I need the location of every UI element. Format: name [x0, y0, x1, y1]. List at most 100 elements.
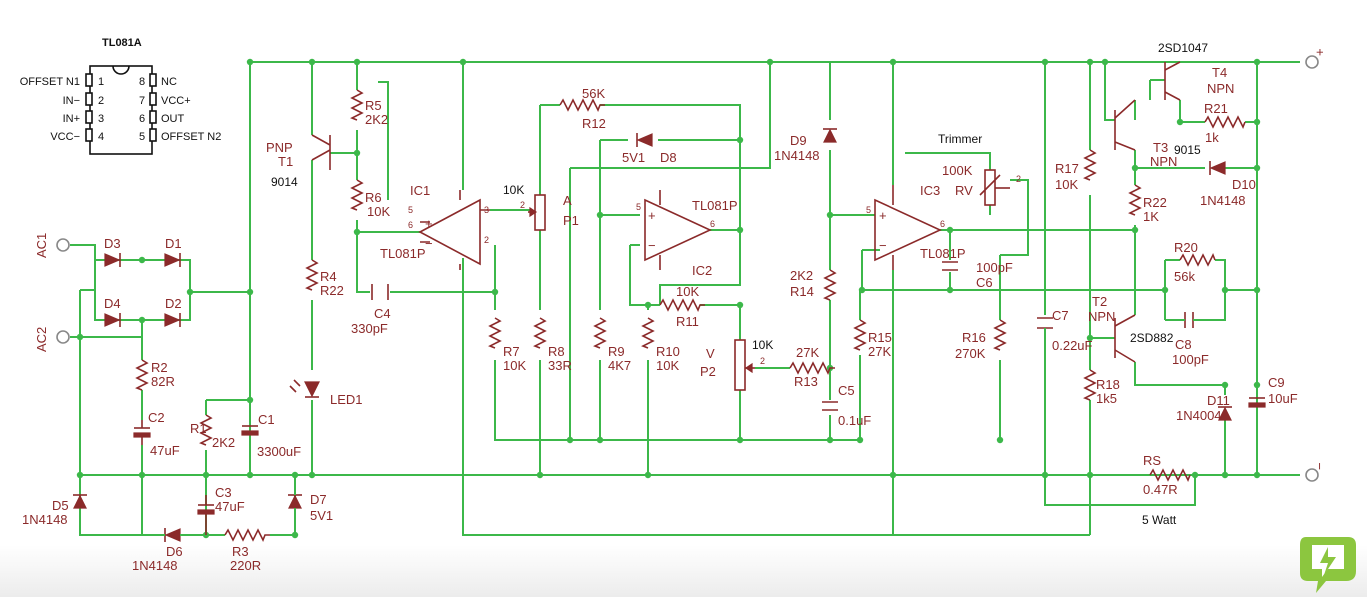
ic2-pin5: 5 — [636, 202, 641, 212]
rv-ref: RV — [955, 183, 973, 198]
pin-4-number: 4 — [98, 131, 104, 143]
t2-type: NPN — [1088, 309, 1115, 324]
r6-value: 10K — [367, 204, 390, 219]
d11-ref: D11 — [1207, 393, 1230, 408]
bottom-fade — [0, 545, 1367, 597]
d9-ref: D9 — [790, 133, 807, 148]
resistor-r7 — [488, 317, 502, 349]
junctions — [76, 58, 1261, 539]
transistor-t4 — [1164, 61, 1181, 101]
resistor-r14 — [823, 269, 837, 301]
c5-value: 0.1uF — [838, 413, 871, 428]
ic-package-title: TL081A — [102, 37, 142, 49]
t4-ref: T4 — [1212, 65, 1227, 80]
ic2-ref: IC2 — [692, 263, 712, 278]
r17-value: 10K — [1055, 177, 1078, 192]
c7-ref: C7 — [1052, 308, 1069, 323]
ic3-pin6: 6 — [940, 219, 945, 229]
svg-text:−: − — [425, 236, 433, 251]
resistor-r6 — [350, 179, 364, 211]
resistor-r5 — [350, 89, 364, 121]
r2-value: 82R — [151, 374, 175, 389]
op-amp-ic2: +− — [644, 190, 712, 270]
d2-label: D2 — [165, 296, 182, 311]
r12-value: 56K — [582, 86, 605, 101]
t2-ref: T2 — [1092, 294, 1107, 309]
ic3-part: TL081P — [920, 246, 966, 261]
c3-ref: C3 — [215, 485, 232, 500]
p1-ref: P1 — [563, 213, 579, 228]
svg-text:−: − — [879, 238, 887, 253]
rv-pin2: 2 — [1016, 174, 1021, 184]
ac2-label: AC2 — [34, 327, 49, 352]
r8-value: 33R — [548, 358, 572, 373]
r7-value: 10K — [503, 358, 526, 373]
svg-text:−: − — [648, 238, 656, 253]
d10-value: 1N4148 — [1200, 193, 1246, 208]
svg-text:+: + — [648, 208, 656, 223]
rv-value: 100K — [942, 163, 973, 178]
p2-value-note: 10K — [752, 338, 773, 352]
resistor-r21 — [1204, 115, 1246, 129]
plus-terminal — [1305, 55, 1319, 69]
rs-power-note: 5 Watt — [1142, 513, 1177, 527]
resistor-r12 — [559, 98, 605, 112]
r16-ref: R16 — [962, 330, 986, 345]
resistor-r18 — [1083, 369, 1097, 401]
r20-ref: R20 — [1174, 240, 1198, 255]
rs-value: 0.47R — [1143, 482, 1178, 497]
p2-mark: V — [706, 346, 715, 361]
r13-ref: R13 — [794, 374, 818, 389]
pin-7-name: VCC+ — [161, 95, 191, 107]
diode-d11 — [1218, 406, 1232, 421]
pin-1-number: 1 — [98, 76, 104, 88]
op-amp-ic1: +− — [418, 190, 490, 270]
c7-value: 0.22uF — [1052, 338, 1093, 353]
resistor-r22 — [1128, 184, 1142, 216]
resistor-r4 — [305, 259, 319, 291]
led1-ref: LED1 — [330, 392, 363, 407]
component-labels: R2 82R C2 47uF R1 2K2 C1 3300uF D5 1N414… — [22, 41, 1298, 573]
resistor-symbols — [135, 89, 1142, 446]
r9-ref: R9 — [608, 344, 625, 359]
p2-ref: P2 — [700, 364, 716, 379]
trimmer-rv — [979, 169, 1010, 206]
r15-value: 27K — [868, 344, 891, 359]
d1-label: D1 — [165, 236, 182, 251]
t3-ref: T3 — [1153, 140, 1168, 155]
resistor-r10 — [641, 317, 655, 349]
pin-7-number: 7 — [139, 95, 145, 107]
minus-label: − — [1312, 462, 1327, 470]
r14-value: 2K2 — [790, 268, 813, 283]
r20-value: 56k — [1174, 269, 1195, 284]
r7-ref: R7 — [503, 344, 520, 359]
d6-value: 1N4148 — [132, 558, 178, 573]
transistor-t2 — [1114, 314, 1136, 363]
r21-ref: R21 — [1204, 101, 1228, 116]
r5-value: 2K2 — [365, 112, 388, 127]
capacitor-c6 — [942, 261, 958, 271]
t4-part-note: 2SD1047 — [1158, 41, 1208, 55]
diode-d4 — [104, 313, 121, 327]
pin-6-name: OUT — [161, 113, 185, 125]
r17-ref: R17 — [1055, 161, 1079, 176]
ic3-pin5: 5 — [866, 205, 871, 215]
resistor-r20 — [1179, 253, 1216, 267]
d4-label: D4 — [104, 296, 121, 311]
ic2-pin6: 6 — [710, 219, 715, 229]
r14-ref: R14 — [790, 284, 814, 299]
transistor-t1 — [311, 134, 331, 170]
r1-value: 2K2 — [212, 435, 235, 450]
r9-value: 4K7 — [608, 358, 631, 373]
diode-d10 — [1209, 161, 1226, 175]
t1-part-note: 9014 — [271, 175, 298, 189]
capacitor-c7 — [1037, 317, 1053, 345]
r5-ref: R5 — [365, 98, 382, 113]
capacitor-c3 — [197, 495, 215, 535]
ic3-ref: IC3 — [920, 183, 940, 198]
t1-ref: T1 — [278, 154, 293, 169]
c4-value: 330pF — [351, 321, 388, 336]
t1-type: PNP — [266, 140, 293, 155]
diode-d7 — [288, 475, 302, 535]
